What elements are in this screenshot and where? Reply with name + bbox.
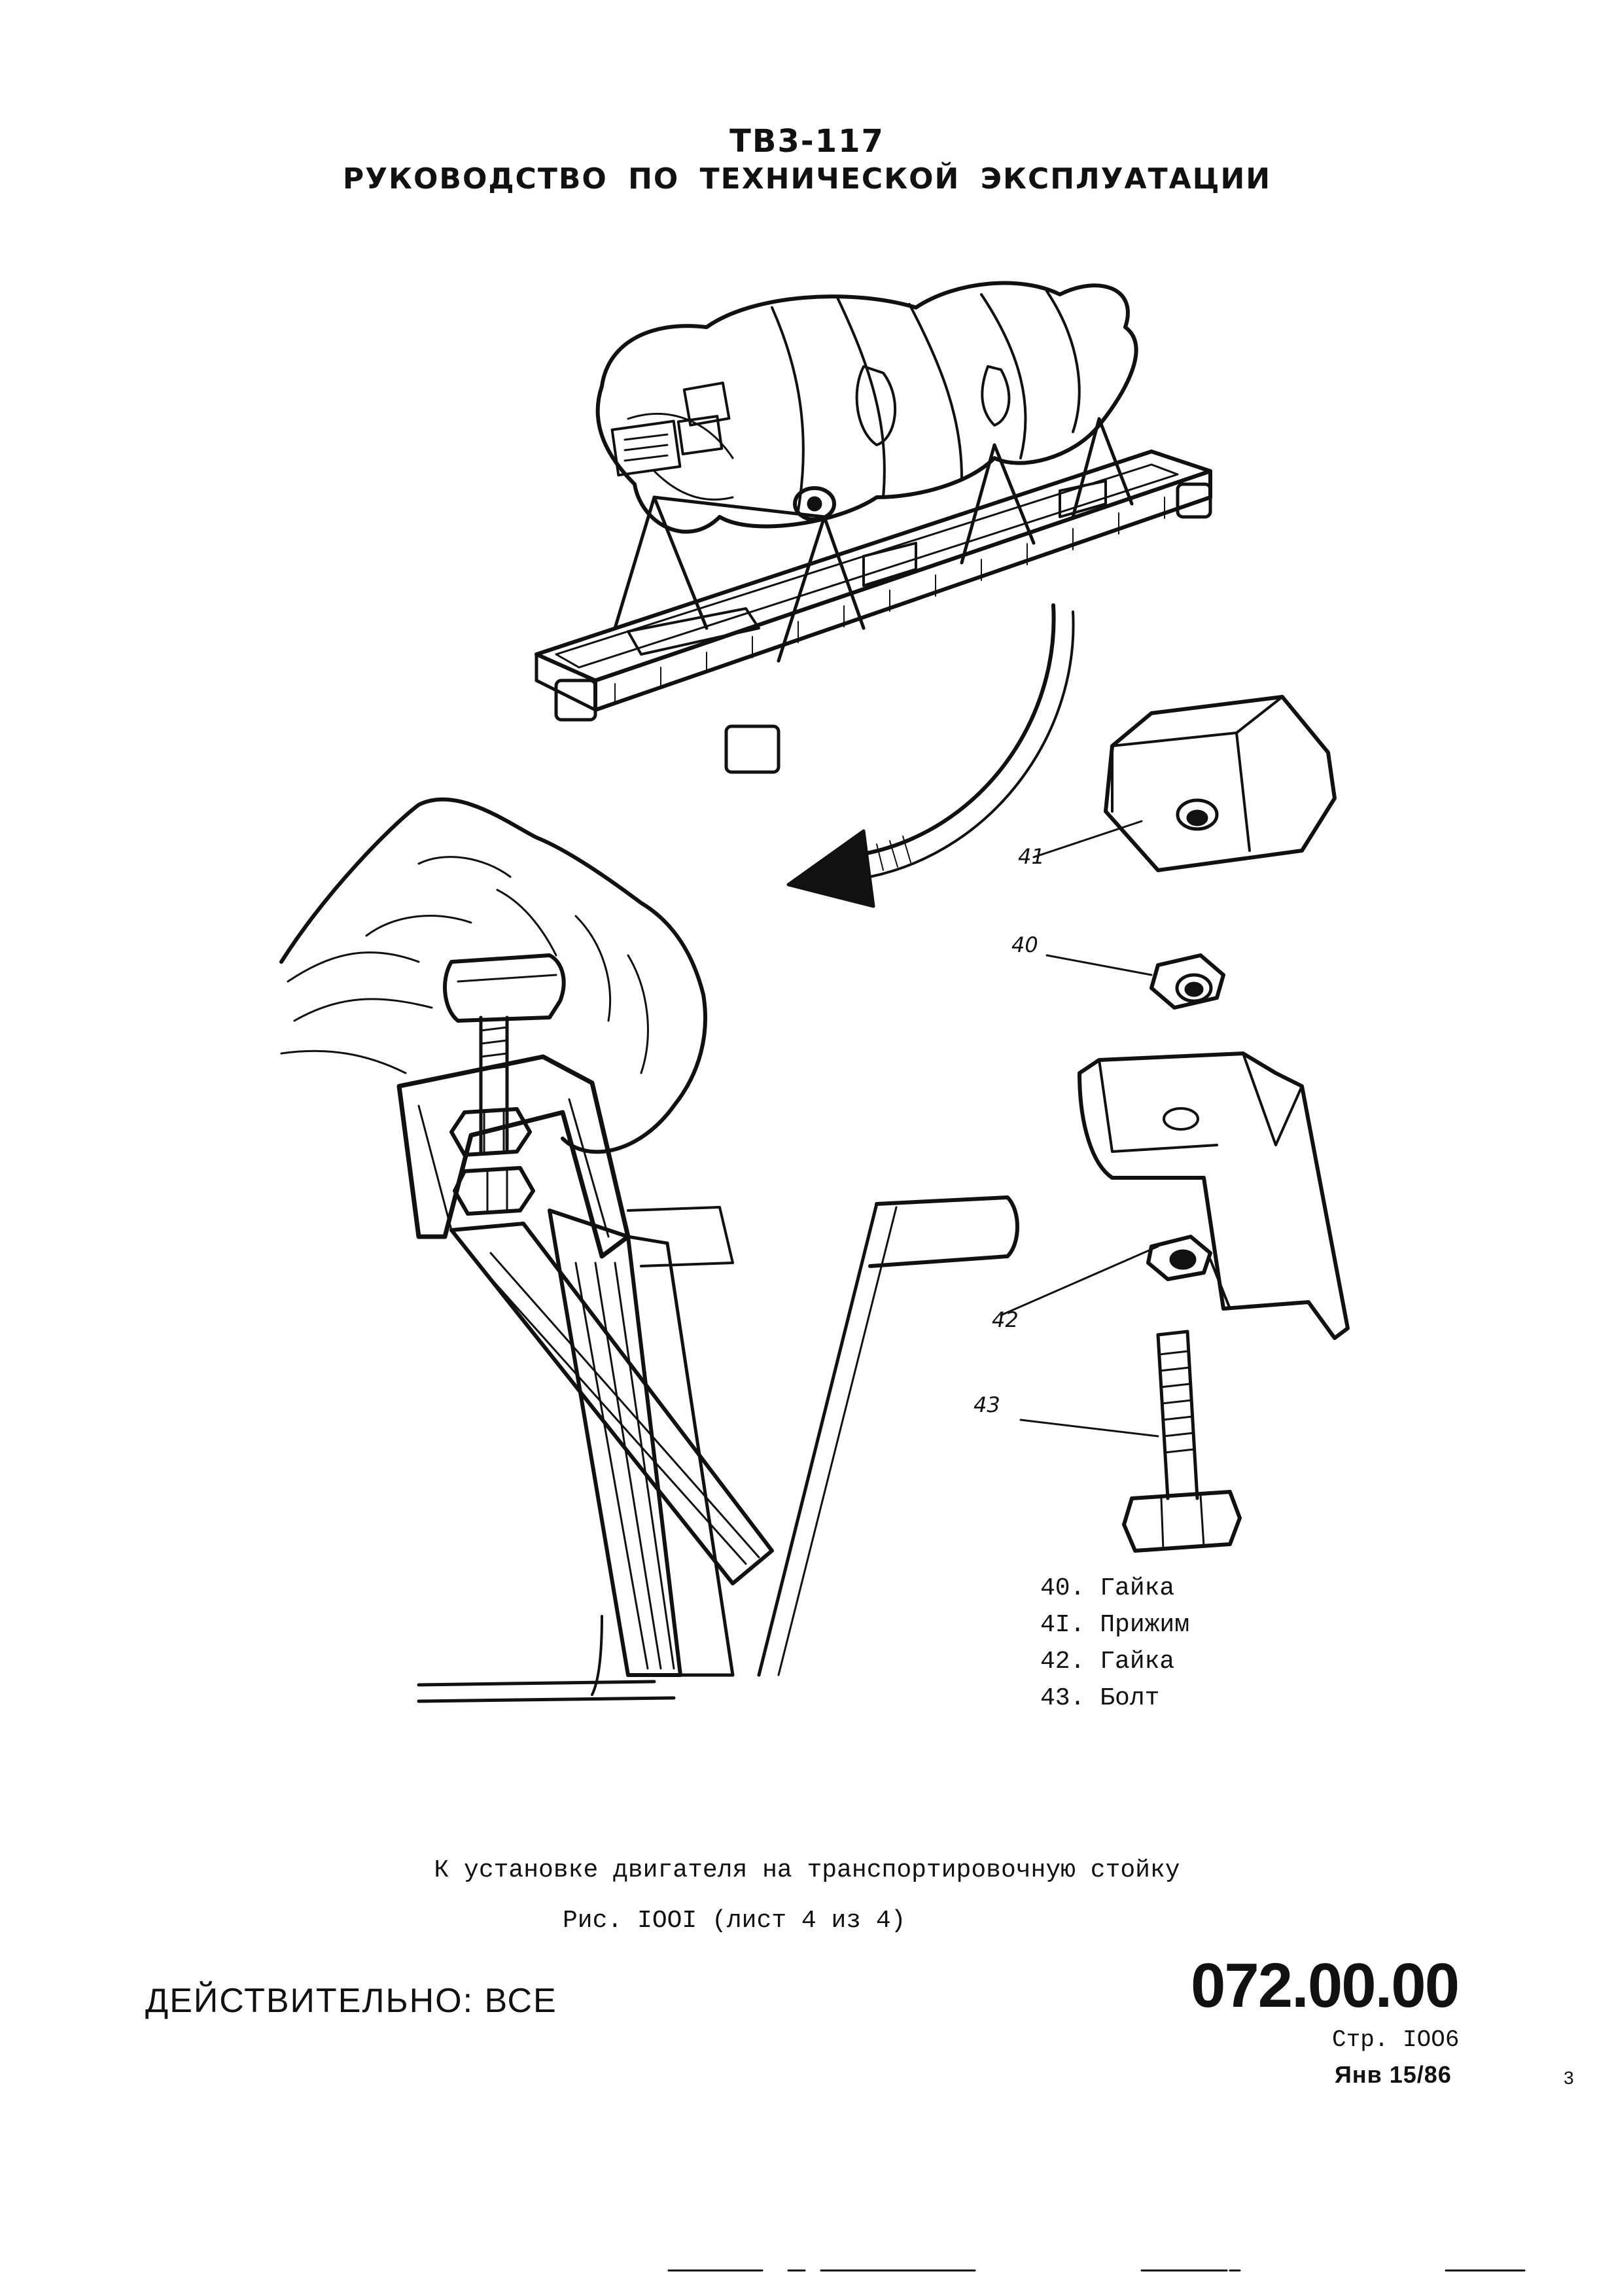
figure-number: Рис. IOOI (лист 4 из 4) (563, 1907, 906, 1935)
effectivity-label: ДЕЙСТВИТЕЛЬНО: ВСЕ (145, 1982, 557, 2020)
part-42-bracket-nut (1000, 1051, 1350, 1340)
engine-on-transport-stand (535, 281, 1212, 774)
callout-42: 42 (992, 1307, 1019, 1332)
clamp-detail-closeup (279, 797, 1019, 1703)
legend-item: 42. Гайка (1040, 1648, 1175, 1676)
figure-caption: К установке двигателя на транспортировоч… (434, 1856, 1180, 1884)
callout-43: 43 (974, 1392, 1000, 1417)
legend-item: 43. Болт (1040, 1684, 1160, 1712)
chapter-code: 072.00.00 (1191, 1951, 1460, 2021)
document-title: ТВ3-117 (729, 123, 885, 160)
part-40-nut (1045, 953, 1225, 1010)
corner-mark: 3 (1564, 2068, 1574, 2088)
part-43-bolt (1019, 1330, 1242, 1553)
document-subtitle: РУКОВОДСТВО ПО ТЕХНИЧЕСКОЙ ЭКСПЛУАТАЦИИ (342, 162, 1272, 196)
part-41-clamp-pad (1032, 695, 1337, 872)
page-date: Янв 15/86 (1335, 2061, 1452, 2088)
legend-item: 40. Гайка (1040, 1574, 1175, 1602)
callout-41: 41 (1018, 844, 1045, 869)
parts-legend: 40. Гайка 4I. Прижим 42. Гайка 43. Болт (1040, 1570, 1189, 1717)
page-number: Стр. IOO6 (1332, 2026, 1460, 2053)
callout-40: 40 (1011, 932, 1038, 957)
legend-item: 4I. Прижим (1040, 1611, 1190, 1639)
detail-pointer-arrow-icon (786, 603, 1075, 908)
